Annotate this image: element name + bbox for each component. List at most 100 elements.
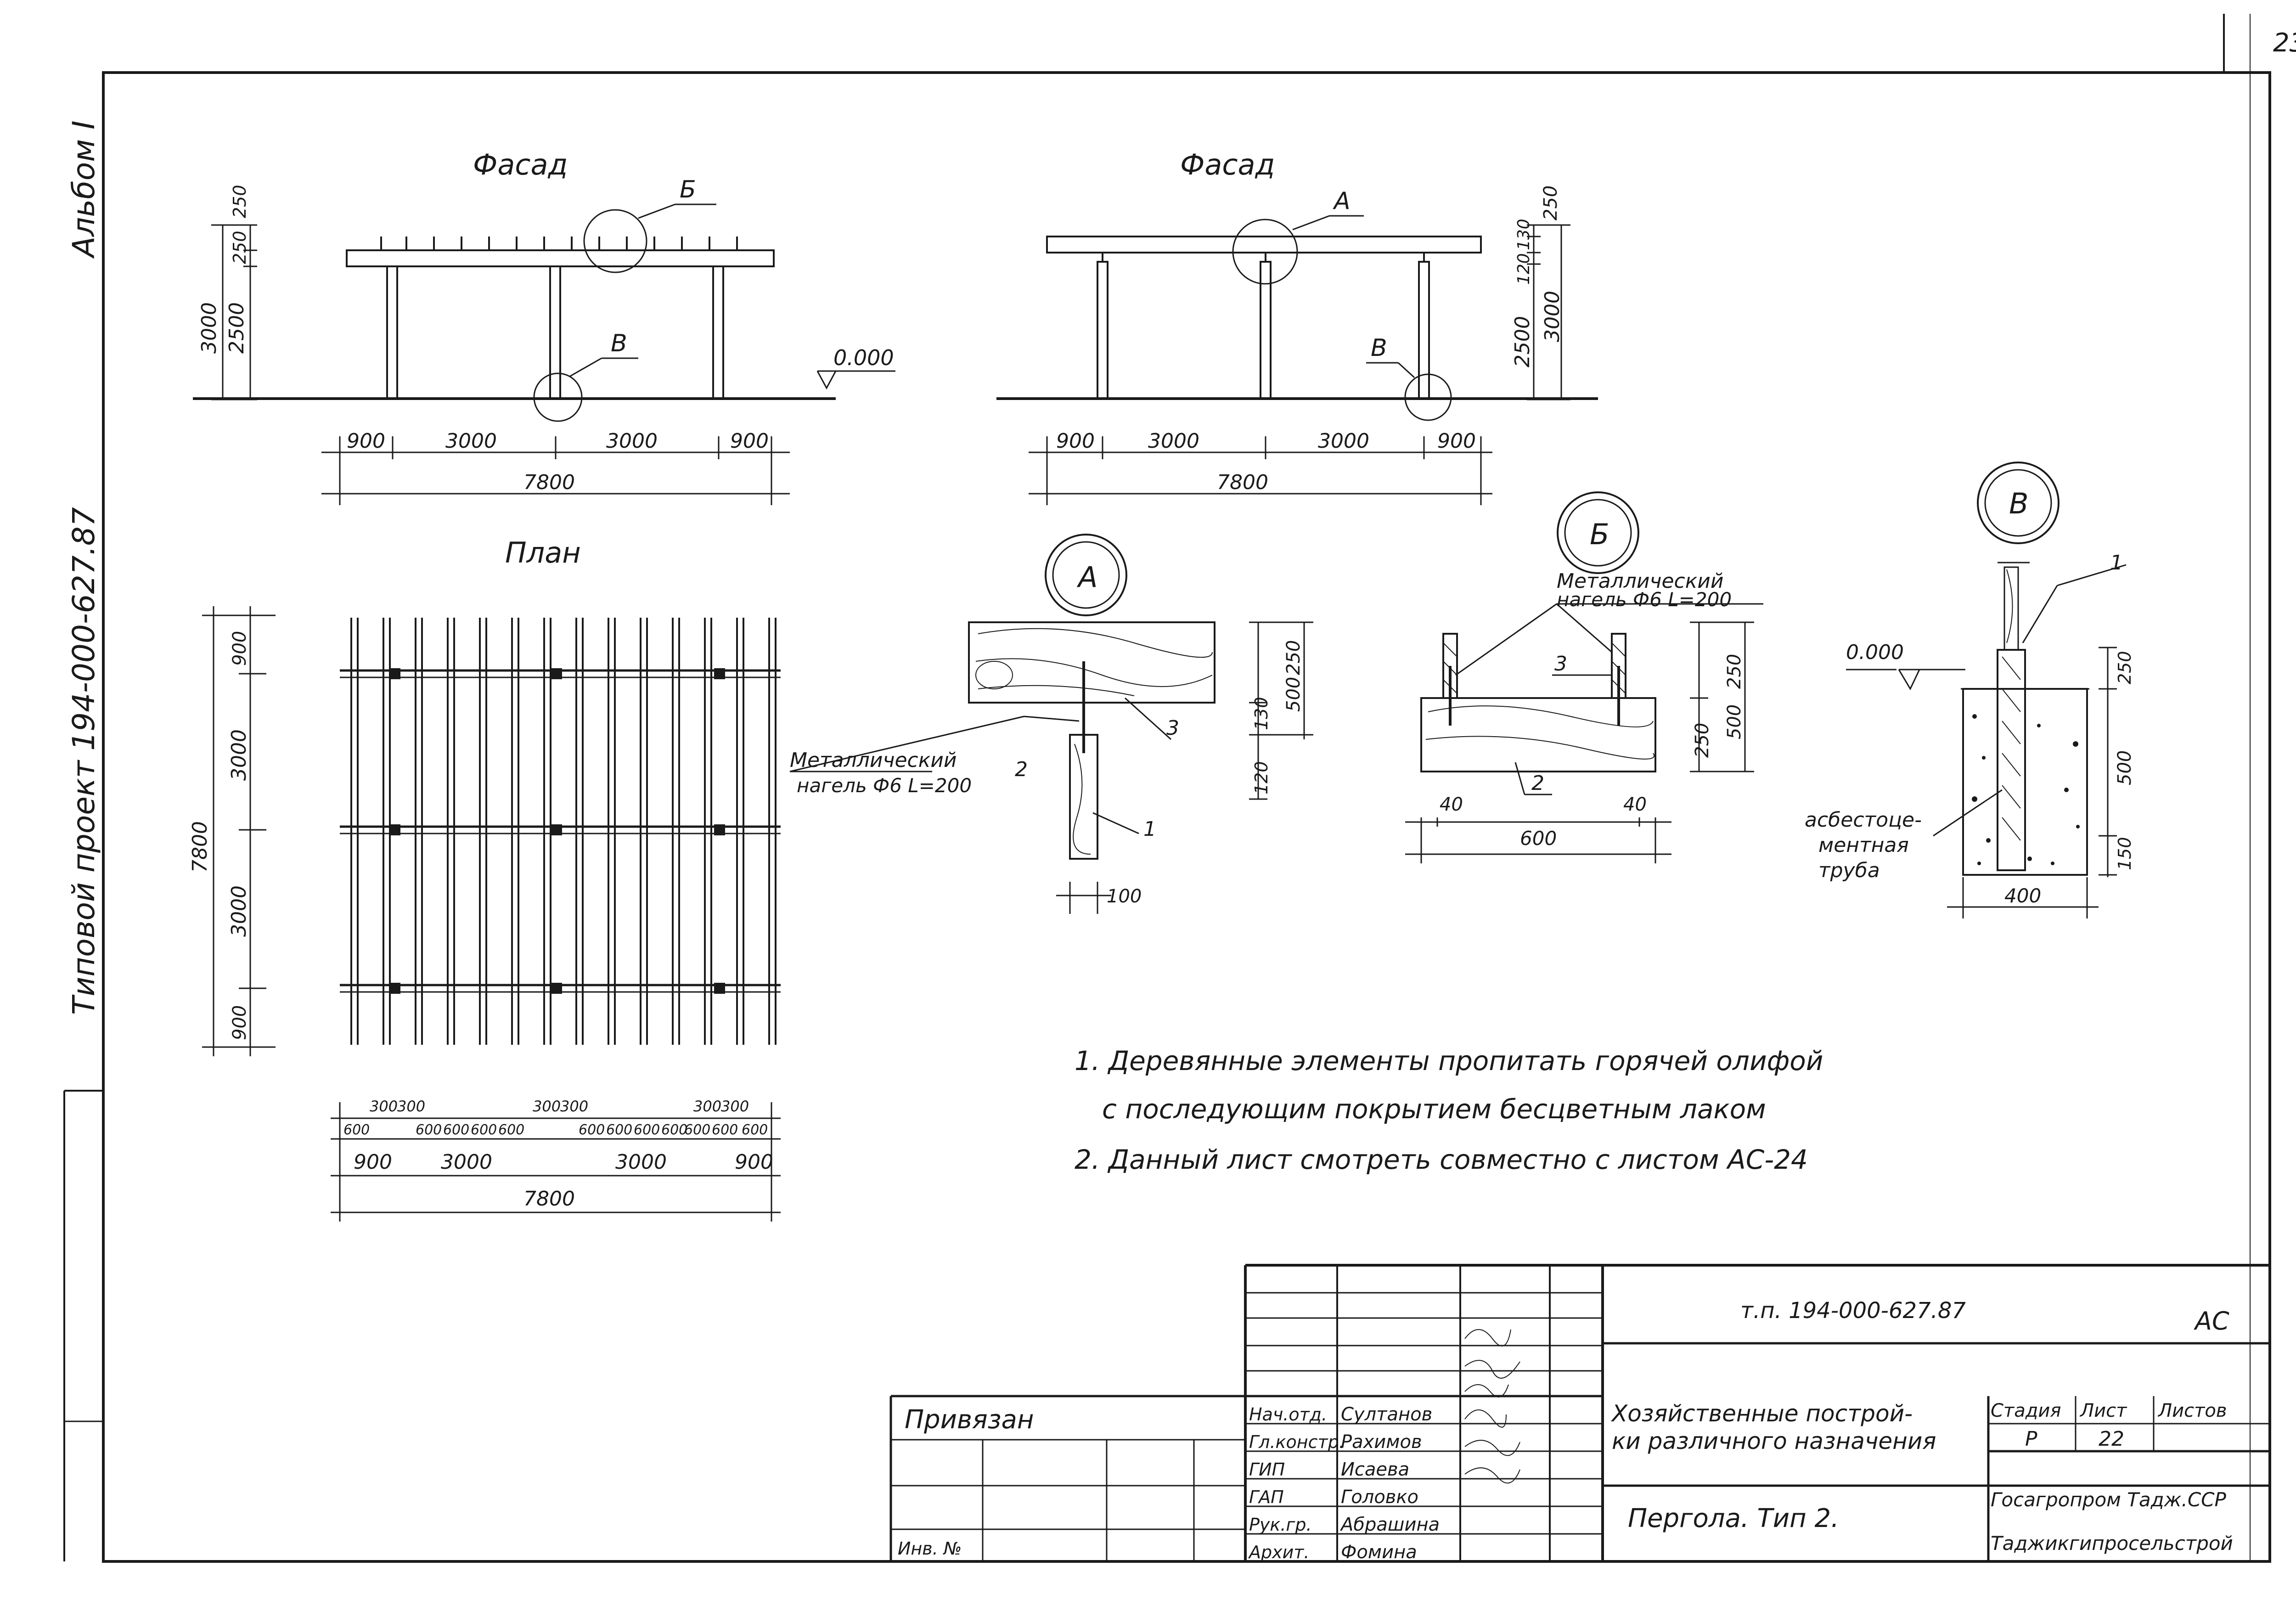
project-code-vertical: Типовой проект 194-000-627.87 — [66, 507, 101, 1015]
svg-text:300: 300 — [370, 1098, 398, 1115]
title-line-2: ки различного назначения — [1612, 1428, 1936, 1454]
svg-text:250: 250 — [230, 185, 250, 218]
svg-text:900: 900 — [229, 1005, 250, 1040]
svg-text:Лист: Лист — [2079, 1400, 2127, 1421]
svg-text:2500: 2500 — [1511, 316, 1534, 367]
svg-text:3000: 3000 — [197, 302, 221, 354]
svg-text:Исаева: Исаева — [1341, 1459, 1409, 1480]
plan-view — [202, 606, 781, 1222]
plan-rafters — [350, 618, 777, 1045]
svg-text:нагель Ф6 L=200: нагель Ф6 L=200 — [797, 774, 972, 797]
svg-text:40: 40 — [1623, 794, 1647, 815]
detail-b-mark: Б — [1590, 518, 1609, 551]
svg-text:3000: 3000 — [227, 885, 251, 937]
svg-text:300: 300 — [397, 1098, 425, 1115]
detail-v — [1846, 462, 2127, 918]
svg-text:В: В — [1371, 334, 1387, 362]
svg-text:7800: 7800 — [188, 821, 212, 873]
svg-text:Головко: Головко — [1341, 1487, 1418, 1508]
facade-right — [996, 215, 1598, 505]
detail-a-mark: А — [1076, 560, 1097, 594]
svg-text:600: 600 — [1520, 827, 1557, 850]
svg-text:2: 2 — [1015, 758, 1028, 781]
svg-text:130: 130 — [1251, 697, 1272, 730]
note-2: 2. Данный лист смотреть совместно с лист… — [1075, 1144, 1808, 1175]
facade-right-title: Фасад — [1180, 148, 1275, 181]
svg-text:900: 900 — [1437, 429, 1476, 453]
svg-text:300: 300 — [533, 1098, 561, 1115]
doc-code: т.п. 194-000-627.87 — [1740, 1298, 1966, 1324]
svg-text:600: 600 — [416, 1122, 442, 1138]
svg-text:100: 100 — [1107, 886, 1142, 907]
svg-text:300: 300 — [560, 1098, 588, 1115]
svg-text:500: 500 — [1724, 704, 1745, 739]
svg-text:Листов: Листов — [2157, 1400, 2227, 1421]
svg-text:250: 250 — [1283, 640, 1304, 675]
post — [386, 265, 398, 400]
callout-circle-v — [533, 372, 583, 422]
svg-text:7800: 7800 — [1217, 471, 1268, 494]
svg-text:3000: 3000 — [615, 1150, 667, 1174]
svg-text:Фомина: Фомина — [1341, 1542, 1417, 1563]
svg-text:3000: 3000 — [441, 1150, 492, 1174]
svg-text:Р: Р — [2025, 1427, 2037, 1451]
svg-text:250: 250 — [1692, 723, 1713, 758]
svg-text:130: 130 — [1514, 219, 1533, 250]
svg-text:600: 600 — [606, 1122, 632, 1138]
svg-text:нагель Ф6 L=200: нагель Ф6 L=200 — [1557, 588, 1732, 611]
svg-text:3: 3 — [1554, 652, 1567, 676]
svg-text:7800: 7800 — [523, 471, 575, 494]
facade-left-title: Фасад — [473, 148, 568, 181]
svg-text:7800: 7800 — [523, 1187, 575, 1211]
svg-text:600: 600 — [471, 1122, 497, 1138]
svg-text:Стадия: Стадия — [1991, 1400, 2061, 1421]
svg-text:600: 600 — [742, 1122, 768, 1138]
svg-text:300: 300 — [721, 1098, 749, 1115]
svg-text:900: 900 — [730, 429, 769, 453]
svg-text:900: 900 — [229, 631, 250, 666]
svg-text:Рахимов: Рахимов — [1341, 1431, 1422, 1453]
svg-text:300: 300 — [693, 1098, 721, 1115]
svg-text:1: 1 — [2110, 551, 2123, 575]
svg-text:ментная: ментная — [1818, 834, 1909, 857]
svg-text:500: 500 — [1283, 677, 1304, 712]
svg-text:ГАП: ГАП — [1249, 1487, 1284, 1507]
plan-title: План — [505, 536, 581, 569]
svg-text:250: 250 — [1540, 186, 1561, 220]
svg-text:600: 600 — [579, 1122, 605, 1138]
bound-label: Привязан — [905, 1405, 1034, 1435]
svg-text:250: 250 — [1724, 654, 1745, 689]
svg-text:120: 120 — [1251, 761, 1272, 794]
svg-text:Металлический: Металлический — [1557, 569, 1724, 593]
svg-text:Рук.гр.: Рук.гр. — [1249, 1515, 1312, 1535]
facade-left-zero-mark: 0.000 — [833, 345, 894, 370]
rafter-ends — [380, 237, 738, 250]
svg-text:600: 600 — [712, 1122, 738, 1138]
page-number: 23 — [2273, 28, 2296, 58]
svg-text:Султанов: Султанов — [1341, 1404, 1432, 1425]
drawing-name: Пергола. Тип 2. — [1628, 1504, 1839, 1533]
svg-text:0.000: 0.000 — [1846, 641, 1904, 664]
svg-text:3000: 3000 — [445, 429, 497, 453]
beam — [346, 249, 775, 267]
svg-text:Гл.констр.: Гл.констр. — [1249, 1432, 1345, 1452]
svg-text:600: 600 — [634, 1122, 660, 1138]
svg-text:ГИП: ГИП — [1249, 1459, 1285, 1480]
svg-text:1: 1 — [1143, 817, 1156, 841]
detail-b — [1405, 491, 1763, 863]
svg-text:22: 22 — [2099, 1427, 2124, 1451]
svg-text:Нач.отд.: Нач.отд. — [1249, 1404, 1327, 1425]
svg-text:3000: 3000 — [1318, 429, 1369, 453]
svg-text:3: 3 — [1166, 716, 1179, 740]
facade-left-callout-v: В — [611, 330, 627, 357]
detail-a — [789, 534, 1313, 914]
title-block — [889, 1264, 2270, 1561]
plan-post-marks — [389, 668, 725, 994]
svg-text:А: А — [1333, 187, 1351, 215]
svg-text:3000: 3000 — [1148, 429, 1199, 453]
org-1: Госагропром Тадж.ССР — [1991, 1488, 2226, 1511]
svg-text:900: 900 — [354, 1150, 392, 1174]
svg-text:900: 900 — [1056, 429, 1095, 453]
post — [712, 265, 724, 400]
